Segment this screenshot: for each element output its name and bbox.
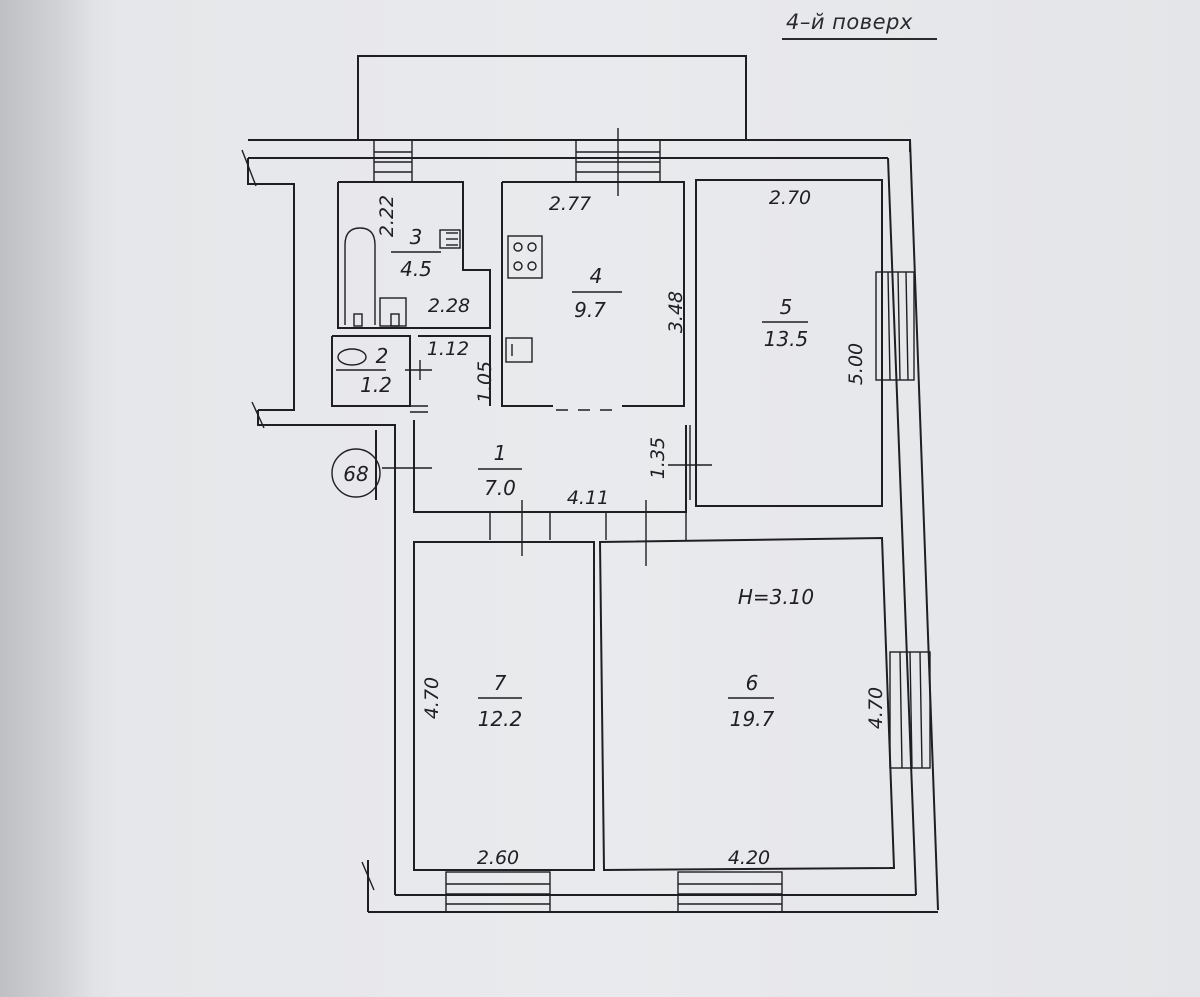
room-1-area: 7.0 bbox=[484, 476, 516, 500]
dim-room7-width: 2.60 bbox=[477, 847, 519, 869]
room-5 bbox=[668, 179, 883, 507]
page-binding-shadow bbox=[0, 0, 95, 997]
apartment-number: 68 bbox=[343, 462, 368, 486]
dim-room6-width: 4.20 bbox=[728, 847, 770, 869]
room-5-area: 13.5 bbox=[764, 327, 809, 351]
small-hall bbox=[410, 335, 491, 413]
dim-room4-width: 2.77 bbox=[549, 193, 591, 215]
window-right-upper bbox=[875, 271, 915, 381]
room-1-corridor bbox=[382, 420, 687, 566]
room-3-number: 3 bbox=[410, 225, 423, 249]
dim-corridor-height: 1.35 bbox=[647, 437, 669, 479]
ceiling-height: H=3.10 bbox=[738, 585, 814, 609]
room-3-bathroom bbox=[337, 181, 491, 329]
dim-room5-width: 2.70 bbox=[769, 187, 811, 209]
dim-room3-height: 2.22 bbox=[376, 195, 398, 237]
room-4-kitchen bbox=[501, 181, 685, 411]
room-7-area: 12.2 bbox=[478, 707, 523, 731]
room-6-area: 19.7 bbox=[730, 707, 775, 731]
fraction-bars bbox=[336, 251, 808, 699]
dim-corridor-small-height: 1.05 bbox=[474, 361, 496, 403]
room-7 bbox=[413, 541, 595, 871]
room-2-area: 1.2 bbox=[360, 373, 392, 397]
window-top-left bbox=[373, 139, 413, 183]
window-top-kitchen bbox=[575, 128, 661, 196]
room-4-number: 4 bbox=[590, 264, 603, 288]
room-7-number: 7 bbox=[494, 671, 507, 695]
room-6-number: 6 bbox=[746, 671, 759, 695]
room-6 bbox=[598, 536, 896, 872]
floor-label: 4–й поверх bbox=[786, 10, 913, 34]
dim-room7-height: 4.70 bbox=[421, 677, 443, 719]
window-right-lower bbox=[889, 651, 931, 769]
dim-room4-height: 3.48 bbox=[665, 291, 687, 333]
dim-room3-width: 2.28 bbox=[428, 295, 470, 317]
room-5-number: 5 bbox=[780, 295, 793, 319]
balcony bbox=[357, 55, 747, 141]
window-bottom-right bbox=[677, 871, 783, 913]
outer-walls bbox=[241, 139, 939, 913]
room-1-number: 1 bbox=[494, 441, 507, 465]
room-4-area: 9.7 bbox=[574, 298, 606, 322]
apartment-number-circle bbox=[331, 448, 381, 498]
dim-corridor-width: 4.11 bbox=[567, 487, 609, 509]
floor-label-underline bbox=[782, 38, 937, 40]
dim-room5-height: 5.00 bbox=[845, 343, 867, 385]
room-2-number: 2 bbox=[376, 344, 389, 368]
dim-room6-height: 4.70 bbox=[865, 687, 887, 729]
dim-room2-width: 1.12 bbox=[427, 338, 469, 360]
window-bottom-left bbox=[445, 871, 551, 913]
room-3-area: 4.5 bbox=[400, 257, 432, 281]
